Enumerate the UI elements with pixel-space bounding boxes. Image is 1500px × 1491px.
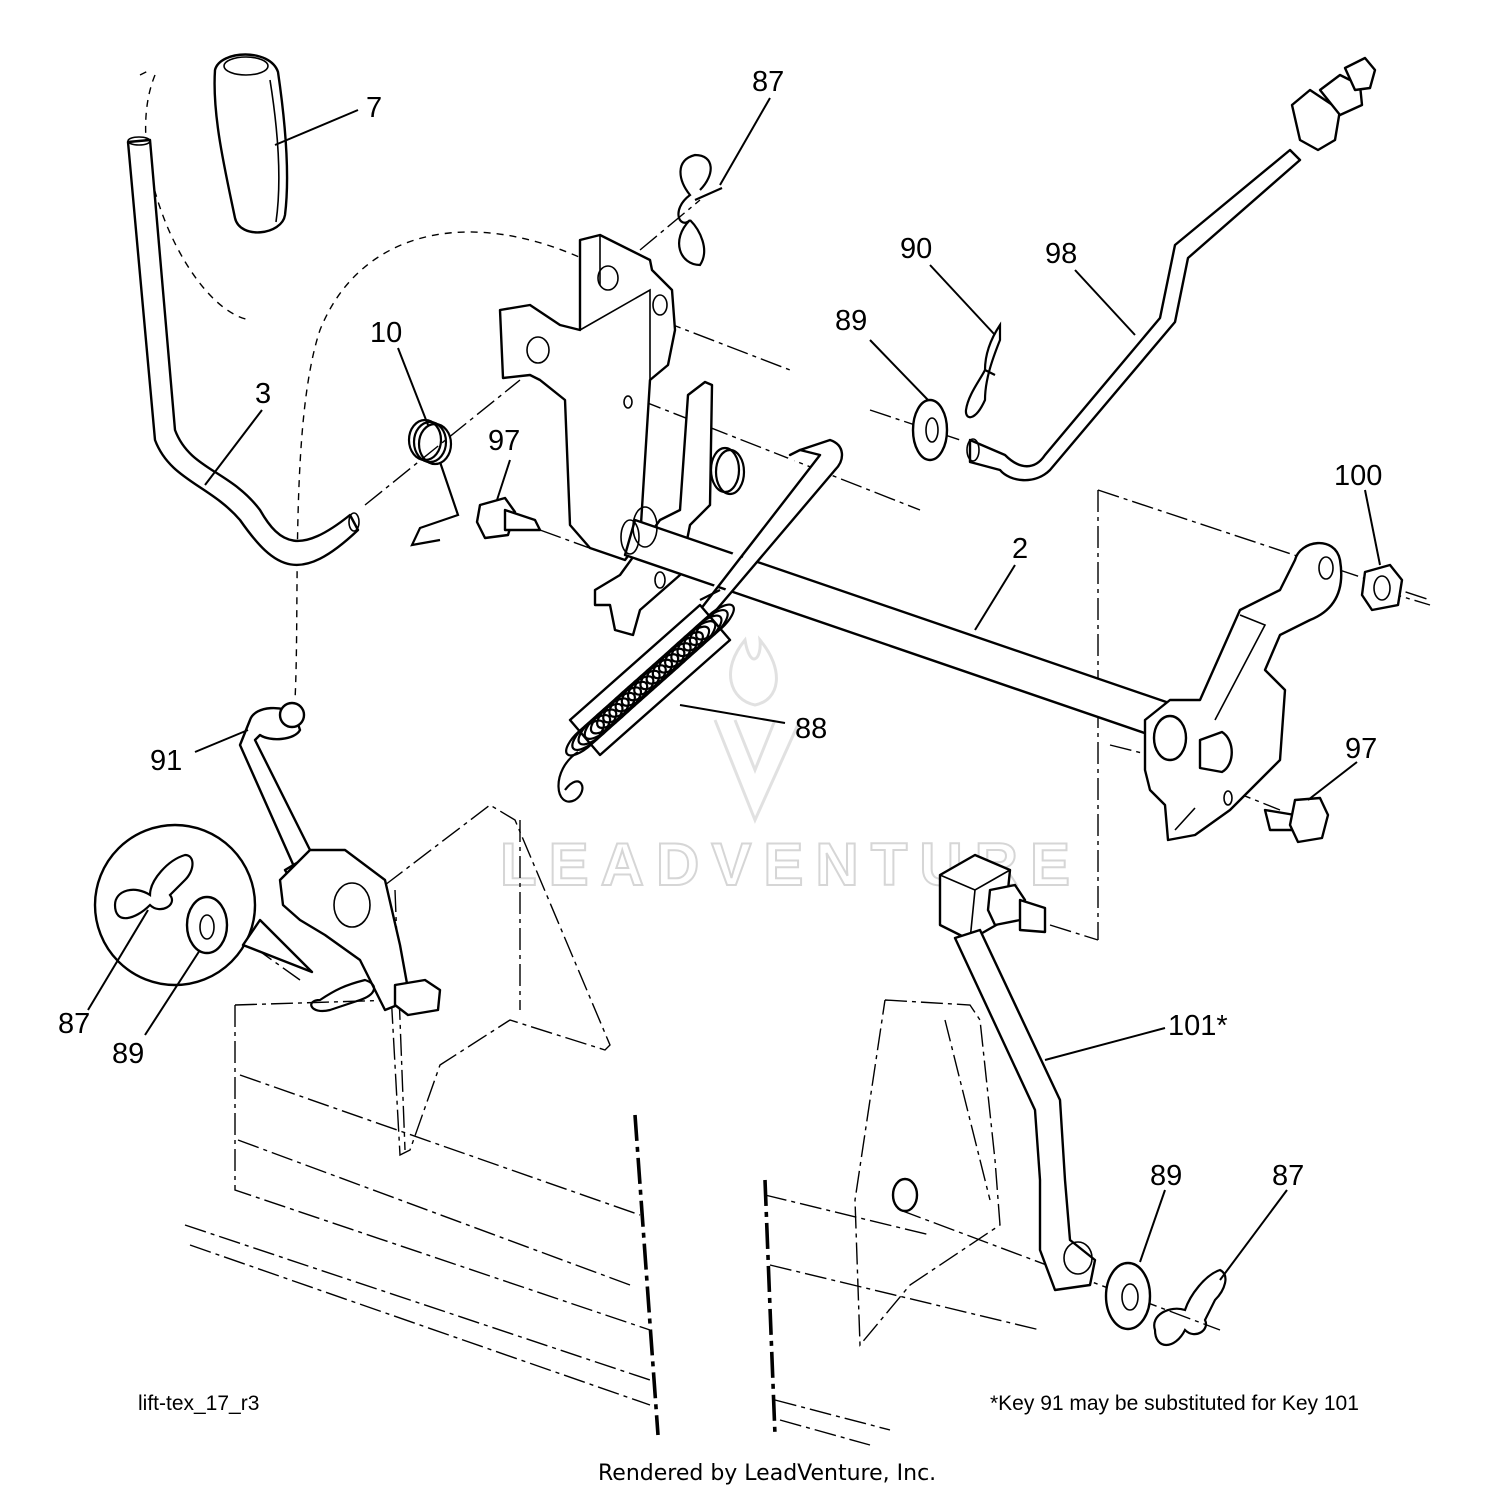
callout-90: 90 <box>900 233 932 265</box>
callout-97-lower: 97 <box>1345 733 1377 765</box>
callout-89: 89 <box>835 305 867 337</box>
callout-2: 2 <box>1012 533 1028 565</box>
part-91-lift-link <box>238 701 442 1017</box>
callout-labels: 7 87 90 98 89 10 3 97 2 100 88 91 97 87 … <box>58 66 1382 1192</box>
part-3-lift-handle <box>126 136 360 567</box>
callout-100: 100 <box>1334 460 1382 492</box>
callout-101: 101* <box>1168 1010 1228 1042</box>
callout-10: 10 <box>370 317 402 349</box>
part-7-handle-grip <box>213 53 289 234</box>
part-88-extension-spring <box>557 589 735 803</box>
part-97-shoulder-bolt-lower <box>1263 796 1330 844</box>
spring-coil <box>695 603 735 641</box>
callout-91: 91 <box>150 745 182 777</box>
part-87-hairpin-clip-top <box>677 153 723 267</box>
part-97-shoulder-bolt-upper <box>475 496 542 540</box>
callout-7: 7 <box>366 92 382 124</box>
footnote: *Key 91 may be substituted for Key 101 <box>990 1392 1359 1415</box>
part-101-lift-link <box>891 853 1097 1292</box>
part-90-hairpin-clip <box>964 321 1002 419</box>
callout-97: 97 <box>488 425 520 457</box>
callout-3: 3 <box>255 378 271 410</box>
callout-87: 87 <box>752 66 784 98</box>
pivot-bracket <box>498 233 746 637</box>
part-100-nut <box>1360 563 1404 612</box>
wire-link <box>698 438 844 617</box>
part-10-torsion-spring <box>407 418 460 547</box>
drawing-id: lift-tex_17_r3 <box>138 1392 259 1415</box>
leader-lines <box>87 97 1381 1281</box>
part-89-washer-lower <box>1104 1261 1152 1331</box>
callout-87-inset: 87 <box>58 1008 90 1040</box>
part-89-washer-upper <box>911 398 949 462</box>
credit-line: Rendered by LeadVenture, Inc. <box>598 1461 936 1486</box>
callout-87-lower: 87 <box>1272 1160 1304 1192</box>
callout-89-inset: 89 <box>112 1038 144 1070</box>
part-98-adjustment-rod <box>966 56 1377 482</box>
callout-98: 98 <box>1045 238 1077 270</box>
callout-89-lower: 89 <box>1150 1160 1182 1192</box>
part-87-hairpin-clip-lower <box>1153 1268 1227 1347</box>
right-lift-arm <box>1143 541 1343 842</box>
callout-88: 88 <box>795 713 827 745</box>
detail-inset <box>93 823 314 987</box>
